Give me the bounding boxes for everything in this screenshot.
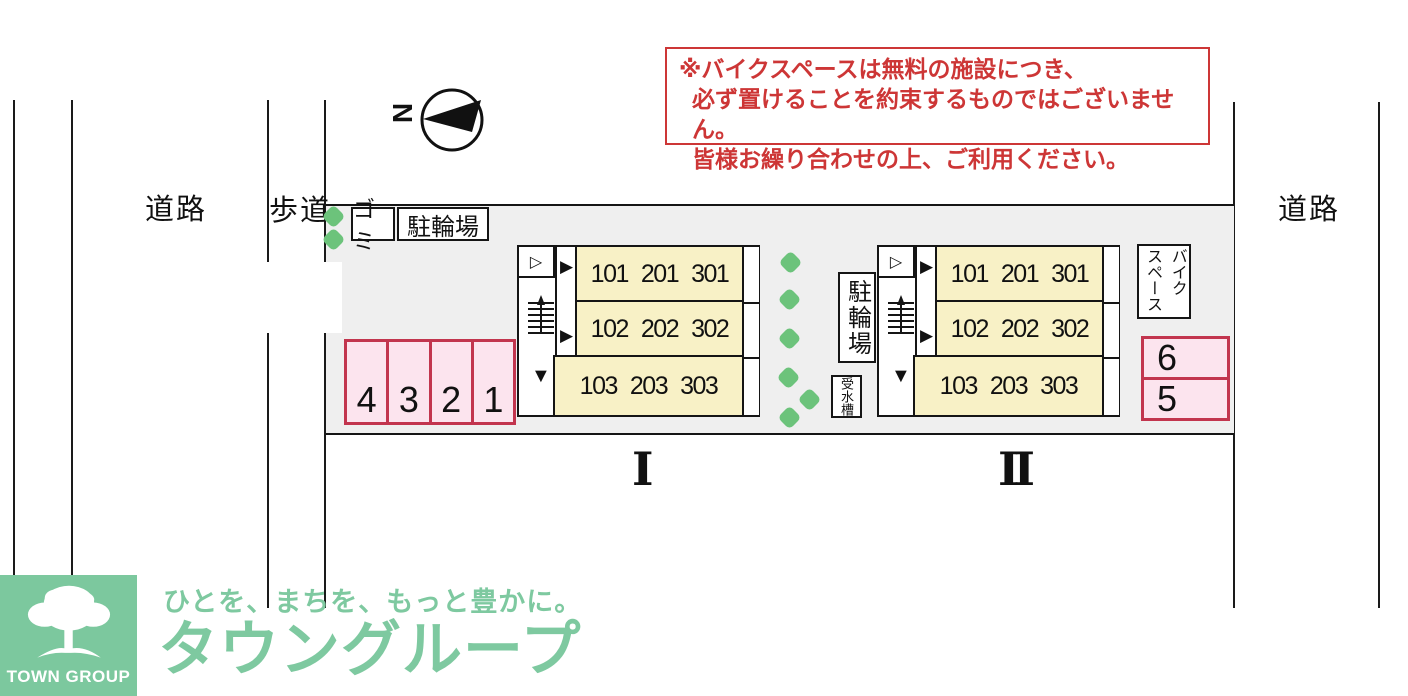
parking-column-right: 6 5 <box>1141 336 1230 421</box>
notice-line-2: 必ず置けることを約束するものではございません。 <box>692 86 1175 142</box>
parking-stall-6-label: 6 <box>1157 337 1178 378</box>
parking-stall-2: 2 <box>428 339 474 425</box>
garbage-box: ゴミ <box>351 197 395 254</box>
corridor-divider <box>555 247 557 415</box>
parking-stall-3-label: 3 <box>398 379 419 420</box>
room-303: 303 <box>680 371 719 400</box>
parking-stall-5-label: 5 <box>1157 378 1178 419</box>
sidewalk-line-1-lower <box>267 333 269 608</box>
unit-door-arrow-icon: ▶ <box>920 257 934 276</box>
parking-stall-5: 5 <box>1141 377 1230 421</box>
parking-stall-1: 1 <box>470 339 516 425</box>
down-arrow-icon: ▼ <box>531 365 551 387</box>
road-label-left: 道路 <box>145 194 208 226</box>
down-arrow-icon: ▼ <box>891 365 911 387</box>
stairs-icon <box>528 295 554 334</box>
compass-north-label: N <box>387 102 419 124</box>
room-203: 203 <box>629 371 669 400</box>
room-201: 201 <box>1000 260 1040 288</box>
bicycle-parking-top-label: 駐輪場 <box>407 213 479 241</box>
building-2-floor-row-1: 101 201 301 <box>935 245 1104 304</box>
building-2-floor-row-2: 102 202 302 <box>935 300 1104 359</box>
room-303: 303 <box>1040 371 1079 400</box>
room-302: 302 <box>1051 315 1090 343</box>
unit-door-arrow-icon: ▶ <box>560 257 574 276</box>
water-tank-label: 受水槽 <box>839 377 854 416</box>
parking-stall-6: 6 <box>1141 336 1230 380</box>
room-302: 302 <box>691 315 730 343</box>
compass-icon <box>420 88 484 152</box>
room-301: 301 <box>1051 260 1090 288</box>
town-group-logo-text: TOWN GROUP <box>6 667 131 686</box>
room-201: 201 <box>640 260 680 288</box>
parking-stall-4-label: 4 <box>356 379 377 420</box>
entrance-arrow-icon: ▷ <box>529 253 543 271</box>
room-202: 202 <box>640 315 680 343</box>
parking-row-left: 4 3 2 1 <box>344 339 516 425</box>
building-1-balcony-strip <box>742 247 759 415</box>
building-1-entrance: ▷ <box>517 245 555 278</box>
building-1: ▷ ▶ ▶ ▼ 101 201 301 102 202 302 103 203 <box>517 245 760 417</box>
parking-stall-4: 4 <box>344 339 390 425</box>
unit-door-arrow-icon: ▶ <box>920 326 934 345</box>
bike-space-notice: ※バイクスペースは無料の施設につき、 必ず置けることを約束するものではございませ… <box>665 47 1210 172</box>
room-102: 102 <box>950 315 990 343</box>
room-103: 103 <box>939 371 979 400</box>
parking-stall-1-label: 1 <box>483 379 504 420</box>
notice-line-1: ※バイクスペースは無料の施設につき、 <box>679 56 1087 82</box>
building-2: ▷ ▶ ▶ ▼ 101 201 301 102 202 302 103 203 <box>877 245 1120 417</box>
sidewalk-line-1-upper <box>267 100 269 262</box>
building-1-floor-row-3: 103 203 303 <box>553 355 744 417</box>
road-line-right-2 <box>1378 102 1380 608</box>
building-1-label: I <box>632 442 654 496</box>
notice-line-3: 皆様お繰り合わせの上、ご利用ください。 <box>692 146 1129 172</box>
road-line-left-2 <box>71 100 73 608</box>
road-line-left-1 <box>13 100 15 608</box>
building-2-floor-row-3: 103 203 303 <box>913 355 1104 417</box>
driveway-entrance <box>326 262 342 333</box>
tree-icon <box>27 585 110 658</box>
bike-space-label-2: スペース <box>1144 248 1161 312</box>
bicycle-parking-mid-label: 駐輪場 <box>843 278 871 357</box>
bicycle-parking-top-box: 駐輪場 <box>397 207 489 241</box>
water-tank-box: 受水槽 <box>831 375 862 418</box>
sidewalk-line-2-lower <box>324 333 326 608</box>
sidewalk-line-2-upper <box>324 100 326 262</box>
room-203: 203 <box>989 371 1029 400</box>
unit-door-arrow-icon: ▶ <box>560 326 574 345</box>
parking-stall-2-label: 2 <box>441 379 462 420</box>
brand-tagline: ひとを、まちを、もっと豊かに。 <box>163 587 583 617</box>
room-101: 101 <box>590 260 630 288</box>
brand-name: タウングループ <box>158 616 582 683</box>
building-2-balcony-strip <box>1102 247 1119 415</box>
room-202: 202 <box>1000 315 1040 343</box>
parking-stall-3: 3 <box>386 339 432 425</box>
building-2-entrance: ▷ <box>877 245 915 278</box>
road-line-right-1 <box>1233 102 1235 608</box>
building-1-floor-row-2: 102 202 302 <box>575 300 744 359</box>
room-101: 101 <box>950 260 990 288</box>
bicycle-parking-mid-box: 駐輪場 <box>838 272 876 363</box>
sidewalk-label: 歩道 <box>269 195 332 227</box>
entrance-arrow-icon: ▷ <box>889 253 903 271</box>
room-301: 301 <box>691 260 730 288</box>
building-2-label: II <box>998 442 1035 496</box>
garbage-box-label: ゴミ <box>353 197 376 254</box>
road-label-right: 道路 <box>1278 194 1341 226</box>
room-102: 102 <box>590 315 630 343</box>
bike-space-label-1: バイク <box>1168 248 1186 296</box>
town-group-logo: TOWN GROUP <box>0 575 137 696</box>
corridor-divider <box>915 247 917 415</box>
building-1-floor-row-1: 101 201 301 <box>575 245 744 304</box>
stairs-icon <box>888 295 914 334</box>
room-103: 103 <box>579 371 619 400</box>
bike-space-box: バイク スペース <box>1137 244 1191 319</box>
